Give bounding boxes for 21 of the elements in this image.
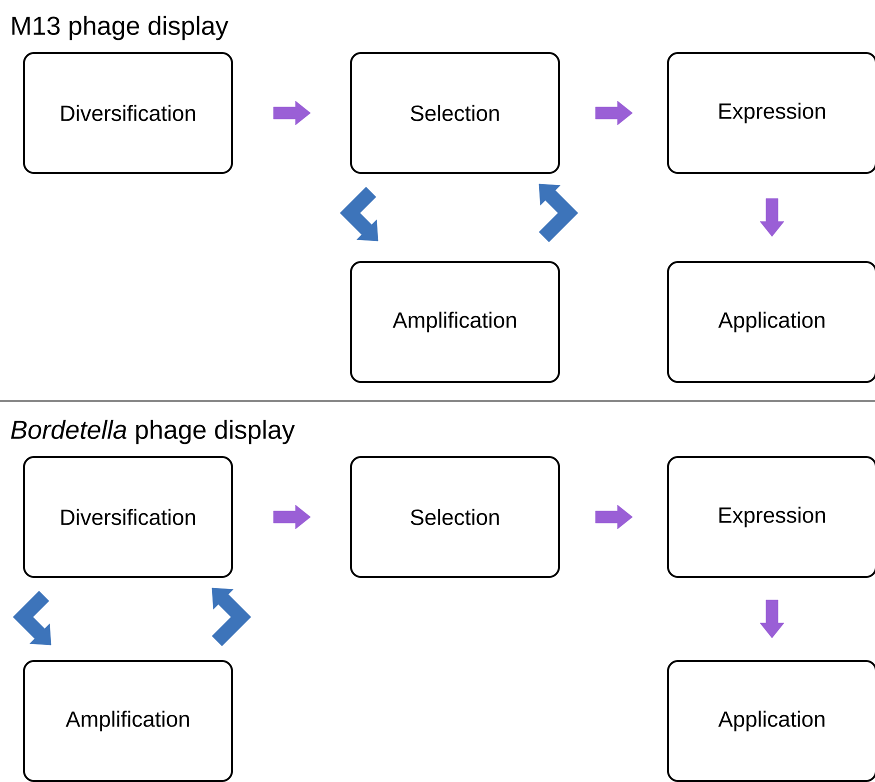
process-box: Application: [667, 261, 875, 383]
arrow: [340, 186, 378, 242]
process-box: Amplification: [350, 261, 560, 383]
arrow: [273, 100, 311, 126]
arrow: [273, 504, 311, 530]
arrow: [538, 184, 578, 242]
process-box: Diversification: [23, 52, 233, 174]
arrow: [212, 588, 252, 646]
arrow: [760, 600, 784, 638]
process-box: Amplification: [23, 660, 233, 782]
process-box: Expression: [667, 52, 875, 174]
process-box: Selection: [350, 456, 560, 578]
section-title: Bordetella phage display: [11, 420, 295, 444]
process-box: Expression: [667, 456, 875, 578]
arrow: [595, 504, 633, 530]
process-box: Selection: [350, 52, 560, 174]
arrow: [595, 100, 633, 126]
arrow: [12, 590, 52, 646]
arrow: [760, 198, 784, 237]
process-box: Application: [667, 660, 875, 782]
process-box: Diversification: [23, 456, 233, 578]
